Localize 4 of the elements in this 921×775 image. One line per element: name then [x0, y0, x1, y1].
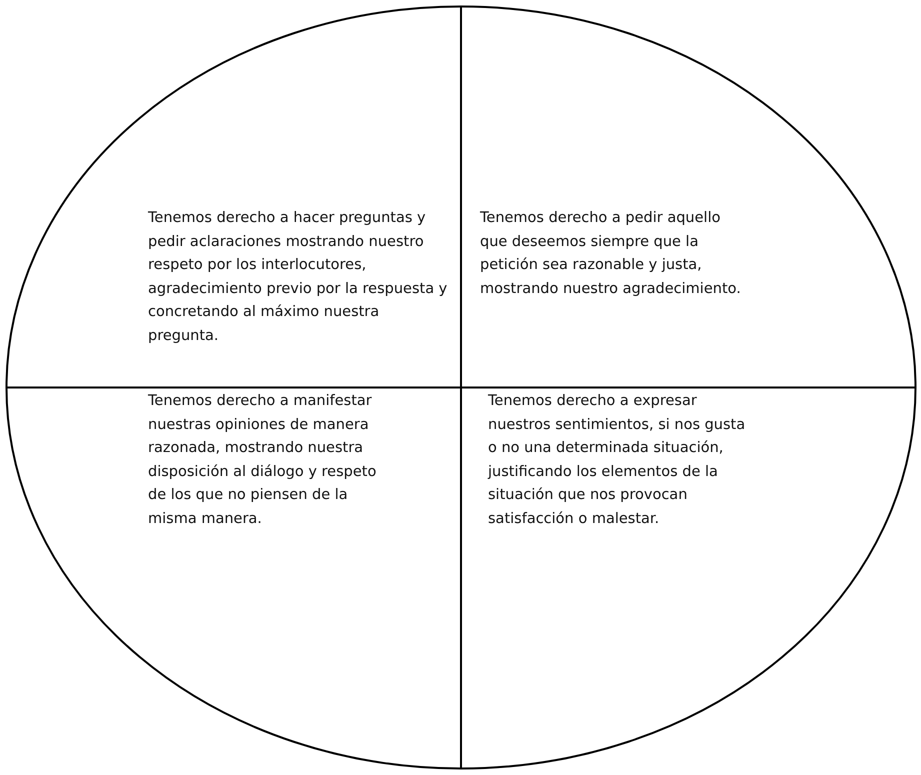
quadrant-text: Tenemos derecho a manifestar nuestras opiniones de manera razonada, mostrando nuestra disposición al diálogo y respeto de los que no piensen de la misma manera. — [148, 392, 378, 528]
quadrant-text: Tenemos derecho a pedir aquello que deseemos siempre que la petición sea razonable y justa, mostrando nuestro agradecimiento. — [480, 209, 742, 298]
quadrant-text: Tenemos derecho a hacer preguntas y pedir aclaraciones mostrando nuestro respeto por los interlocutores, agradecimiento previo por la respuesta y concretando al máximo nuestra pregunta. — [148, 209, 448, 346]
quadrant-text: Tenemos derecho a expresar nuestros sentimientos, si nos gusta o no una determinada situación, justificando los elementos de la situación que nos provocan satisfacción o malestar. — [488, 392, 746, 528]
